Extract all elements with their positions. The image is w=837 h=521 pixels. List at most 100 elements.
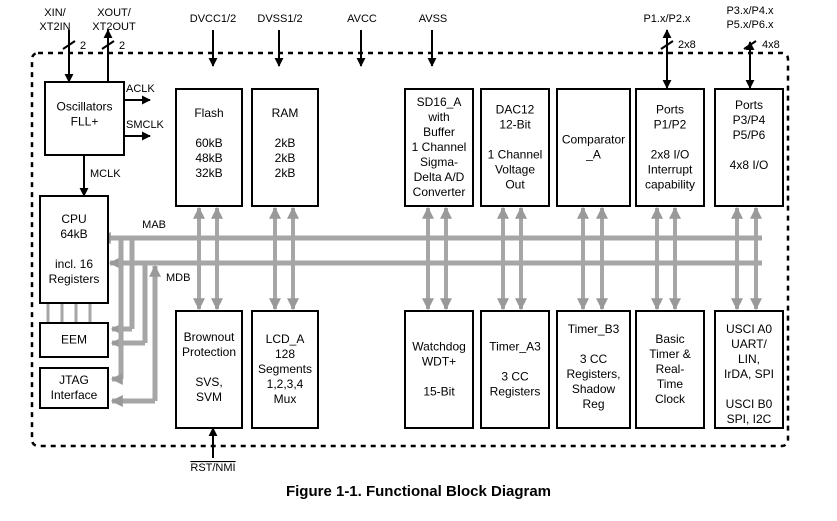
dvcc-label: DVCC1/2 [190,13,236,25]
basictimer-text-line: Basic [655,332,684,346]
watchdog-box [404,310,474,429]
comparator-block: Comparator_A [556,88,631,207]
ram-text-line: 2kB [275,136,296,150]
jtag-text-line: Interface [51,388,98,402]
flash-text-line: 48kB [195,151,222,165]
timerb3-text-line: 3 CC [580,352,608,366]
sd16-text-line: Buffer [423,125,455,139]
flash-box [175,88,243,207]
ports12-text-line: capability [645,178,695,192]
ports12-text-line: P1/P2 [654,118,687,132]
xin-bus-width: 2 [80,40,86,52]
lcd-box [251,310,319,429]
ports12-text-line: Interrupt [648,163,693,177]
xin-width-slash [62,40,76,50]
mab-label: MAB [142,219,166,231]
rst-label: RST/NMI [190,462,235,474]
xin-label-line-2: XT2IN [39,21,70,33]
sd16-text-line: 1 Channel [412,140,467,154]
signal-lines [62,29,757,458]
brownout-box [175,310,243,429]
usci-box [714,310,784,429]
cpu-text-line: CPU [61,212,86,226]
lcd-text-line: 1,2,3,4 [267,377,304,391]
dac12-text-line: 12-Bit [499,118,531,132]
lcd-text-line: Segments [258,362,312,376]
brownout-text-line: Brownout [184,330,235,344]
sd16-text-line: Converter [413,185,466,199]
dac12-text-line: DAC12 [496,103,535,117]
xout-width-slash [101,40,115,50]
cpu-text-line: incl. 16 [55,257,93,271]
sd16-text-line: Sigma- [420,155,458,169]
brownout-text-line: Protection [182,345,236,359]
flash-text-line: 60kB [195,136,222,150]
timerb3-text-line: Registers, [566,367,620,381]
p3p6-label-line-1: P3.x/P4.x [726,5,774,17]
xin-label-line-1: XIN/ [44,7,66,19]
timera3-box [480,310,550,429]
sd16-box [404,88,474,207]
timerb3-text-line: Reg [582,397,604,411]
ram-box [251,88,319,207]
bus-arrows [193,206,762,311]
cpu-box [39,195,109,304]
ram-text-line: 2kB [275,151,296,165]
p3p6-bus-width: 4x8 [762,39,780,51]
ports36-text-line: P5/P6 [733,128,766,142]
xout-bus-width: 2 [119,40,125,52]
p3p6-width-slash [743,40,757,50]
basictimer-text-line: Timer & [649,347,691,361]
avcc-label: AVCC [347,13,377,25]
sd16-text-line: SD16_A [417,95,462,109]
dvss-label: DVSS1/2 [257,13,302,25]
basictimer-box [635,310,705,429]
ports36-box [714,88,784,207]
aclk-label: ACLK [126,83,155,95]
smclk-label: SMCLK [126,119,165,131]
eem-block: EEM [39,322,109,358]
ports36-text-line: Ports [735,98,763,112]
mclk-label: MCLK [90,168,121,180]
dac12-text-line: 1 Channel [488,148,543,162]
oscillators-text-line: FLL+ [71,115,99,129]
watchdog-text-line: WDT+ [422,355,456,369]
timerb3-box [556,310,631,429]
xout-label-line-2: XT2OUT [92,21,136,33]
watchdog-text-line: 15-Bit [423,385,455,399]
ports12-box [635,88,705,207]
xout-label-line-1: XOUT/ [97,7,132,19]
usci-text-line: SPI, I2C [727,412,772,426]
brownout-text-line: SVS, [195,375,222,389]
ports36-text-line: 4x8 I/O [730,158,769,172]
figure-caption: Figure 1-1. Functional Block Diagram [285,483,552,500]
ports36-text-line: P3/P4 [733,113,766,127]
mdb-label: MDB [166,272,190,284]
lcd-text-line: Mux [274,392,297,406]
ram-text-line: 2kB [275,166,296,180]
timera3-text-line: Registers [490,385,541,399]
ram-text-line: RAM [272,106,299,120]
jtag-text-line: JTAG [59,373,89,387]
dac12-text-line: Out [505,178,525,192]
basictimer-text-line: Time [657,377,684,391]
p1p2-width-slash [660,40,674,50]
avss-label: AVSS [419,13,448,25]
chip-boundary [30,51,790,448]
timerb3-text-line: Timer_B3 [568,322,620,336]
jtag-box [39,367,109,409]
comparator-text-line: _A [585,148,601,162]
